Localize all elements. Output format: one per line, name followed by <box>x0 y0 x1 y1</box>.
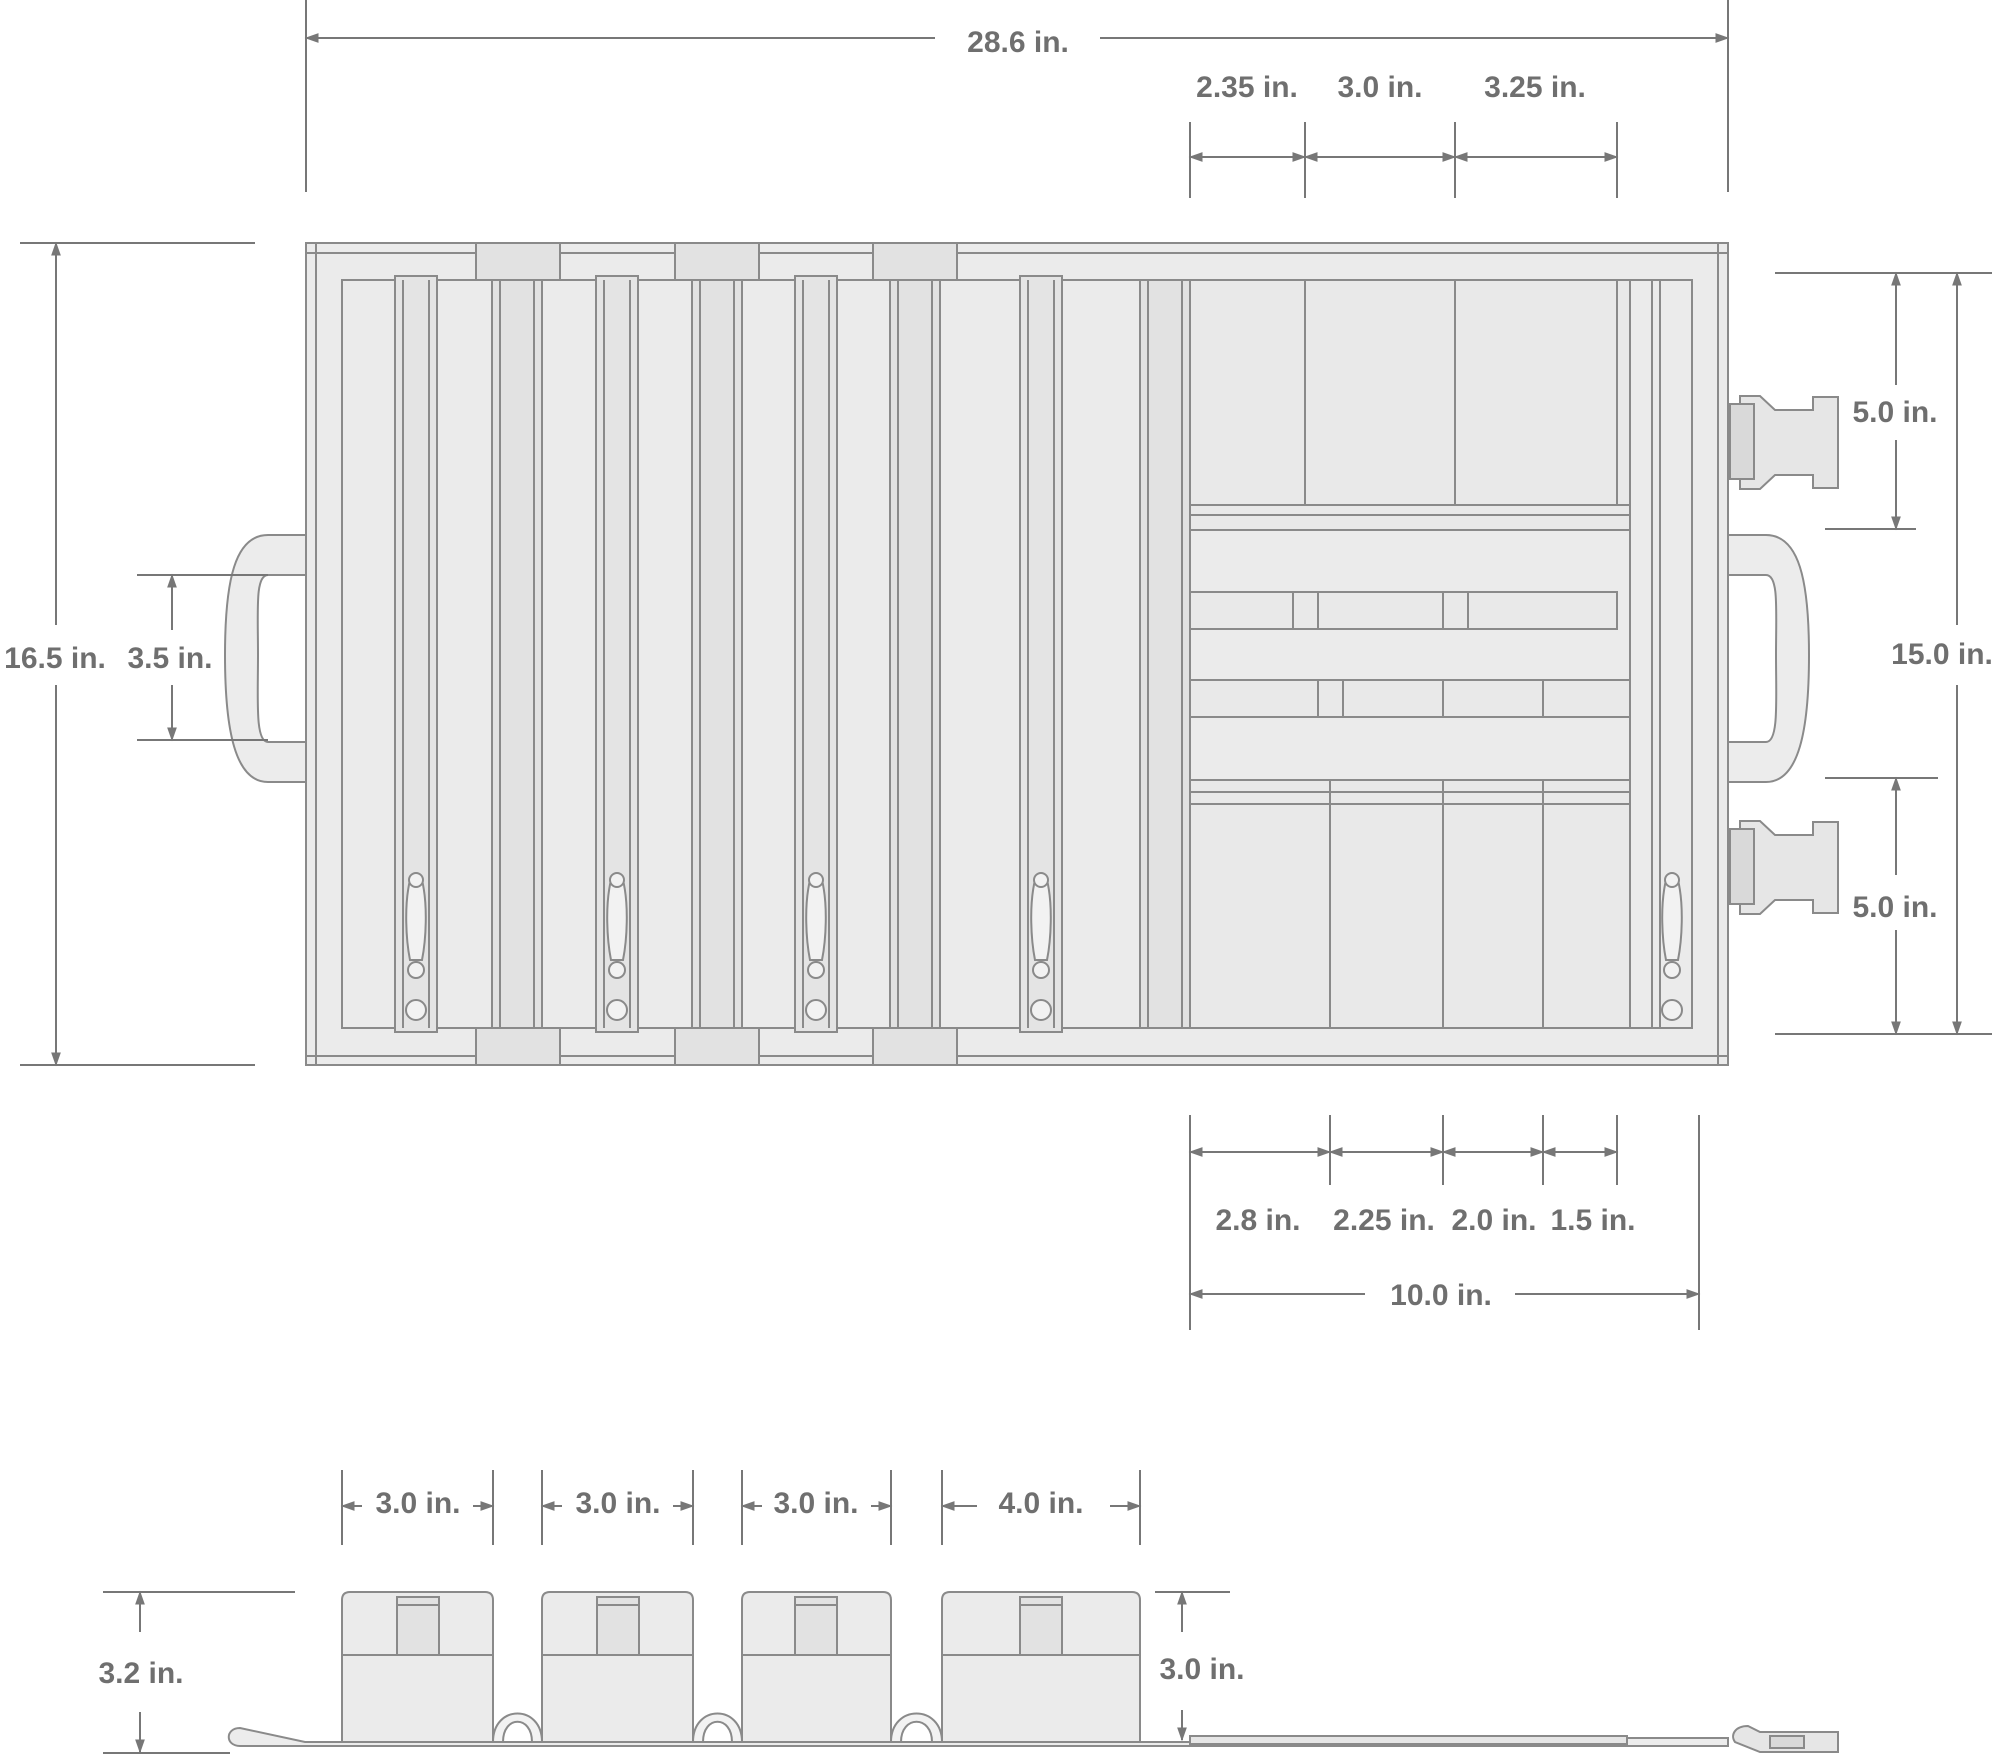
dim-roll-1: 3.0 in. <box>375 1487 460 1520</box>
dim-handle-width: 3.5 in. <box>127 642 212 675</box>
dim-total-height: 16.5 in. <box>4 642 106 675</box>
dim-pocket-bottom-4: 1.5 in. <box>1550 1204 1635 1237</box>
dim-pocket-section-width: 10.0 in. <box>1390 1279 1492 1312</box>
dim-pocket-top-3: 3.25 in. <box>1484 71 1586 104</box>
divider-strips <box>491 279 1693 1029</box>
zipper-5 <box>1661 872 1683 1021</box>
dim-roll-3: 3.0 in. <box>773 1487 858 1520</box>
dim-buckle-span-top: 5.0 in. <box>1852 396 1937 429</box>
side-buckle <box>1732 1724 1839 1753</box>
roll-block-3 <box>741 1591 892 1743</box>
zipper-4 <box>1019 275 1063 1033</box>
right-handle <box>1727 534 1811 783</box>
buckle-top <box>1729 395 1839 490</box>
dim-side-total-height: 3.2 in. <box>98 1657 183 1690</box>
dim-roll-4: 4.0 in. <box>998 1487 1083 1520</box>
zipper-1 <box>394 275 438 1033</box>
dim-side-roll-height: 3.0 in. <box>1159 1653 1244 1686</box>
dim-buckle-span-bottom: 5.0 in. <box>1852 891 1937 924</box>
dim-inner-height: 15.0 in. <box>1891 638 1993 671</box>
side-view-dimensions: 3.0 in. 3.0 in. 3.0 in. 4.0 in. 3.2 in. … <box>98 1470 1245 1754</box>
roll-block-4 <box>941 1591 1141 1743</box>
roll-block-2 <box>541 1591 694 1743</box>
dim-pocket-top-1: 2.35 in. <box>1196 71 1298 104</box>
dim-pocket-bottom-1: 2.8 in. <box>1215 1204 1300 1237</box>
dim-pocket-bottom-3: 2.0 in. <box>1451 1204 1536 1237</box>
zipper-3 <box>794 275 838 1033</box>
top-view-dimensions: 28.6 in. 2.35 in. 3.0 in. 3.25 in. 16.5 … <box>4 0 1993 1330</box>
dim-pocket-bottom-2: 2.25 in. <box>1333 1204 1435 1237</box>
top-view <box>223 242 1839 1066</box>
zipper-2 <box>595 275 639 1033</box>
buckle-bottom <box>1729 820 1839 915</box>
dim-roll-2: 3.0 in. <box>575 1487 660 1520</box>
pocket-section <box>1189 279 1631 1029</box>
side-view <box>227 1591 1839 1753</box>
dim-total-length: 28.6 in. <box>967 26 1069 59</box>
dim-pocket-top-2: 3.0 in. <box>1337 71 1422 104</box>
strap-loops <box>491 1712 944 1743</box>
left-handle <box>223 534 307 783</box>
roll-block-1 <box>341 1591 494 1743</box>
